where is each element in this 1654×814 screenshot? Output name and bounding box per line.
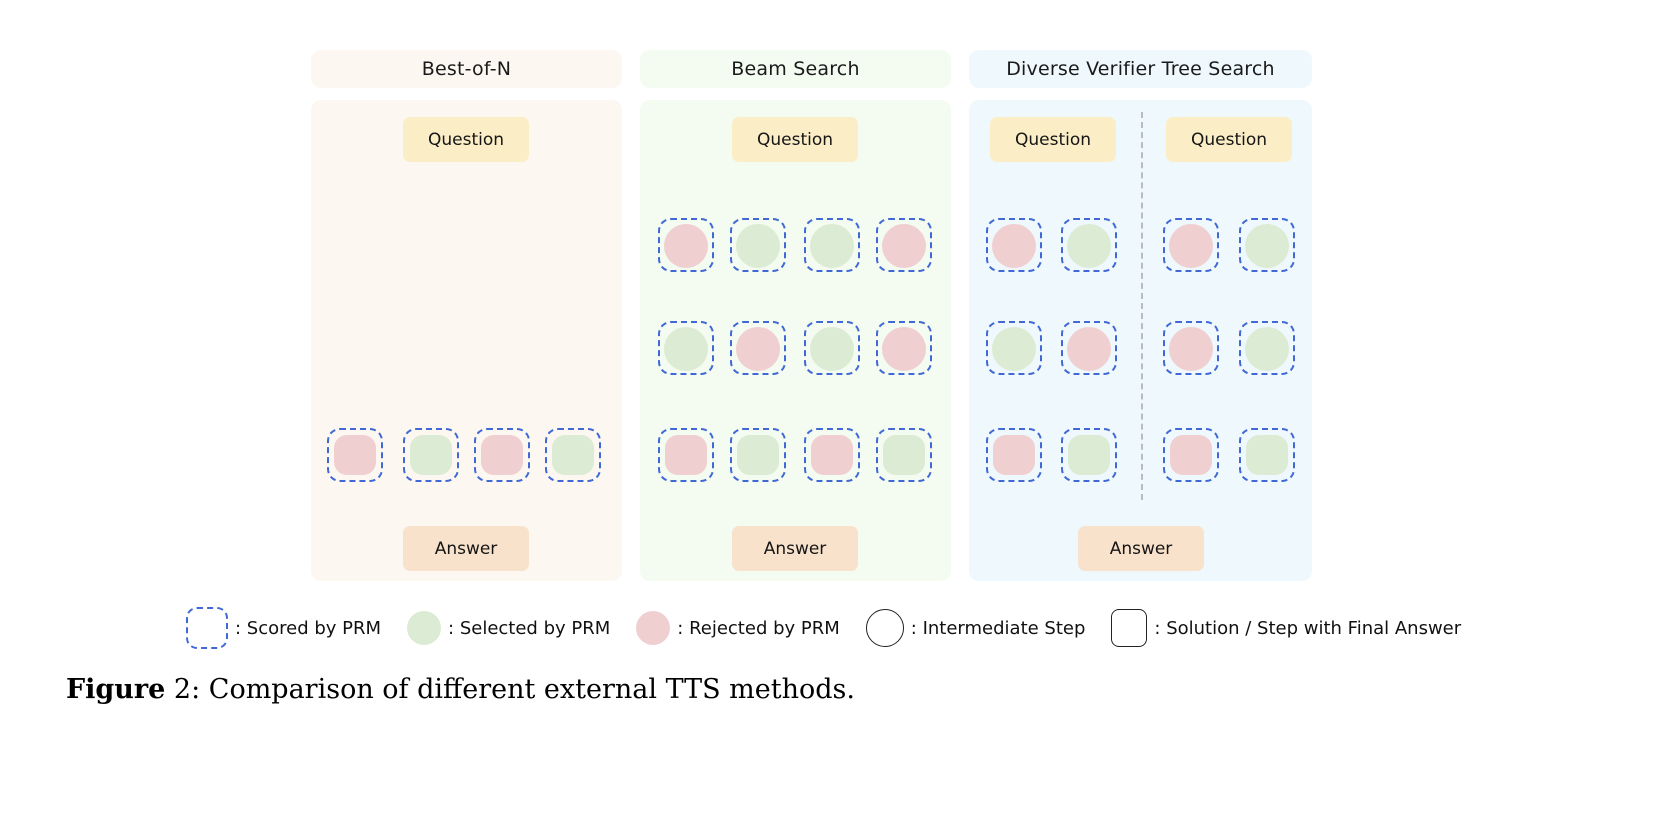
scored-wrapper [658, 218, 714, 272]
node-selected-step [810, 224, 854, 268]
legend-label: : Scored by PRM [235, 617, 382, 639]
node-rejected-step [664, 224, 708, 268]
node-rejected-step [1169, 224, 1213, 268]
node-rejected-final [665, 435, 707, 475]
node-selected-final [1246, 435, 1288, 475]
scored-wrapper [876, 428, 932, 482]
caption-label: Figure [66, 674, 166, 705]
answer-label: Answer [434, 538, 498, 559]
node-rejected-final [993, 435, 1035, 475]
scored-wrapper [474, 428, 530, 482]
scored-wrapper [986, 428, 1042, 482]
panel-title-dvts: Diverse Verifier Tree Search [1006, 58, 1275, 80]
question-label: Question [756, 129, 834, 150]
scored-wrapper [1239, 428, 1295, 482]
scored-wrapper [986, 218, 1042, 272]
panel-header-best-of-n: Best-of-N [311, 50, 622, 88]
answer-box-best-of-n: Answer [403, 526, 529, 571]
answer-box-dvts: Answer [1078, 526, 1204, 571]
answer-label: Answer [763, 538, 827, 559]
scored-wrapper [876, 218, 932, 272]
answer-label: Answer [1109, 538, 1173, 559]
question-label: Question [427, 129, 505, 150]
node-selected-final [410, 435, 452, 475]
question-label: Question [1190, 129, 1268, 150]
figure-caption: Figure 2: Comparison of different extern… [66, 672, 1586, 708]
node-selected-step [992, 327, 1036, 371]
node-selected-step [1067, 224, 1111, 268]
scored-wrapper [1163, 218, 1219, 272]
pink-circle-icon [636, 611, 671, 645]
scored-wrapper [804, 321, 860, 375]
question-box-best-of-n: Question [403, 117, 529, 162]
node-selected-step [810, 327, 854, 371]
scored-wrapper [730, 428, 786, 482]
node-selected-step [1245, 327, 1289, 371]
scored-wrapper [1061, 321, 1117, 375]
node-selected-step [736, 224, 780, 268]
legend-label: : Intermediate Step [910, 617, 1086, 639]
scored-wrapper [730, 218, 786, 272]
panel-header-dvts: Diverse Verifier Tree Search [969, 50, 1312, 88]
scored-wrapper [658, 428, 714, 482]
question-label: Question [1014, 129, 1092, 150]
scored-wrapper [1163, 428, 1219, 482]
node-rejected-step [882, 224, 926, 268]
scored-wrapper [986, 321, 1042, 375]
scored-wrapper [545, 428, 601, 482]
node-rejected-final [334, 435, 376, 475]
scored-wrapper [1239, 218, 1295, 272]
legend-label: : Solution / Step with Final Answer [1154, 617, 1462, 639]
legend: : Scored by PRM : Selected by PRM : Reje… [186, 600, 1476, 656]
node-rejected-step [992, 224, 1036, 268]
green-circle-icon [407, 611, 442, 645]
outline-square-icon [1111, 609, 1148, 647]
node-selected-step [1245, 224, 1289, 268]
subtree-divider [1141, 112, 1143, 500]
outline-circle-icon [865, 609, 904, 647]
scored-wrapper [403, 428, 459, 482]
panel-body-best-of-n [311, 100, 622, 581]
scored-wrapper [804, 218, 860, 272]
legend-label: : Rejected by PRM [677, 617, 840, 639]
node-rejected-step [736, 327, 780, 371]
caption-text: 2: Comparison of different external TTS … [165, 674, 855, 705]
node-rejected-final [481, 435, 523, 475]
question-box-dvts-right: Question [1166, 117, 1292, 162]
node-rejected-step [1169, 327, 1213, 371]
legend-item-rejected-by-prm: : Rejected by PRM [636, 600, 840, 656]
question-box-beam-search: Question [732, 117, 858, 162]
panel-header-beam-search: Beam Search [640, 50, 951, 88]
node-rejected-step [1067, 327, 1111, 371]
node-rejected-final [811, 435, 853, 475]
node-selected-final [552, 435, 594, 475]
node-selected-step [664, 327, 708, 371]
scored-wrapper [1061, 218, 1117, 272]
panel-title-beam-search: Beam Search [731, 58, 860, 80]
answer-box-beam-search: Answer [732, 526, 858, 571]
scored-wrapper [730, 321, 786, 375]
node-rejected-step [882, 327, 926, 371]
scored-wrapper [1163, 321, 1219, 375]
legend-label: : Selected by PRM [448, 617, 611, 639]
scored-wrapper [1239, 321, 1295, 375]
legend-item-selected-by-prm: : Selected by PRM [407, 600, 610, 656]
scored-wrapper [1061, 428, 1117, 482]
dashed-square-icon [186, 607, 228, 649]
panel-title-best-of-n: Best-of-N [421, 58, 512, 80]
question-box-dvts-left: Question [990, 117, 1116, 162]
node-selected-final [883, 435, 925, 475]
legend-item-final-answer: : Solution / Step with Final Answer [1111, 600, 1461, 656]
scored-wrapper [327, 428, 383, 482]
scored-wrapper [876, 321, 932, 375]
scored-wrapper [804, 428, 860, 482]
node-selected-final [737, 435, 779, 475]
legend-item-intermediate-step: : Intermediate Step [865, 600, 1086, 656]
legend-item-scored-by-prm: : Scored by PRM [186, 600, 381, 656]
node-selected-final [1068, 435, 1110, 475]
scored-wrapper [658, 321, 714, 375]
node-rejected-final [1170, 435, 1212, 475]
